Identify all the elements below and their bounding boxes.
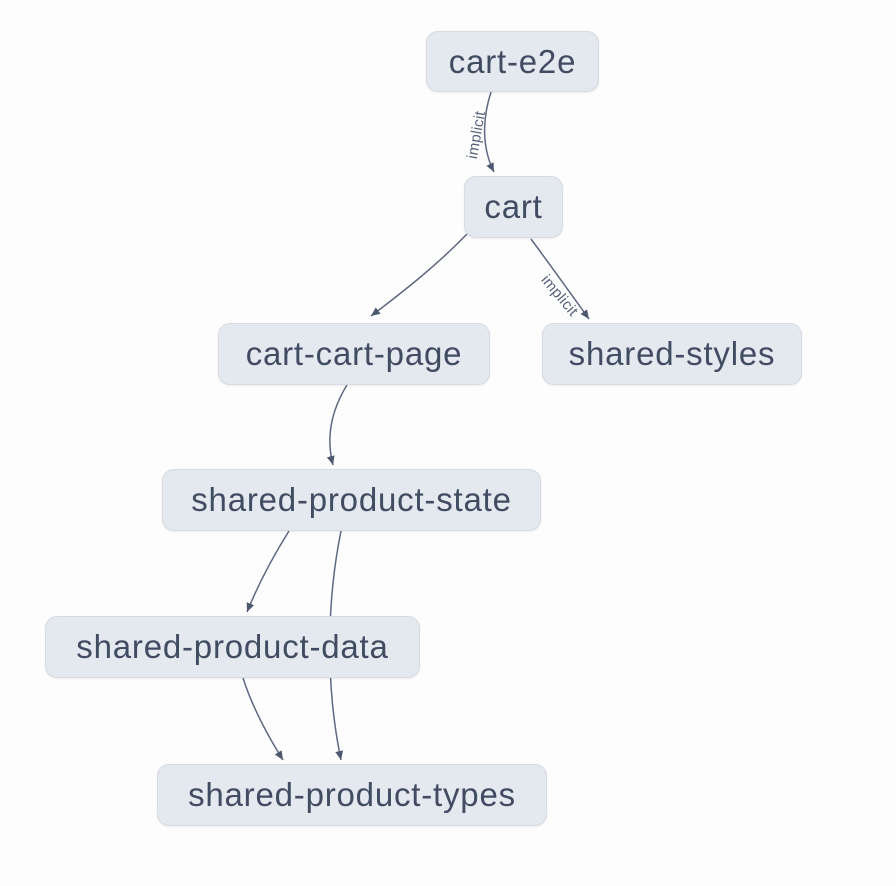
node-label-cart: cart: [484, 188, 543, 225]
node-label-shared-product-types: shared-product-types: [188, 776, 516, 813]
node-cart[interactable]: cart: [464, 176, 563, 238]
node-label-cart-cart-page: cart-cart-page: [245, 335, 463, 372]
node-cart-cart-page[interactable]: cart-cart-page: [218, 323, 490, 385]
edge-cart-cart-page-to-shared-product-state: [326, 384, 348, 466]
node-label-cart-e2e: cart-e2e: [448, 42, 577, 80]
edge-cart-to-shared-styles: [530, 238, 590, 320]
edge-shared-product-data-to-shared-product-types: [242, 677, 284, 761]
node-label-shared-product-data: shared-product-data: [76, 628, 389, 665]
node-shared-styles[interactable]: shared-styles: [542, 323, 802, 385]
edge-cart-e2e-to-cart: [483, 91, 495, 173]
node-shared-product-data[interactable]: shared-product-data: [45, 616, 420, 678]
edge-cart-to-cart-cart-page: [370, 233, 468, 317]
node-label-shared-styles: shared-styles: [568, 335, 776, 372]
node-label-shared-product-state: shared-product-state: [191, 481, 512, 518]
node-cart-e2e[interactable]: cart-e2e: [426, 31, 599, 92]
edge-shared-product-state-to-shared-product-data: [246, 530, 290, 613]
node-shared-product-state[interactable]: shared-product-state: [162, 469, 541, 531]
node-shared-product-types[interactable]: shared-product-types: [157, 764, 547, 826]
